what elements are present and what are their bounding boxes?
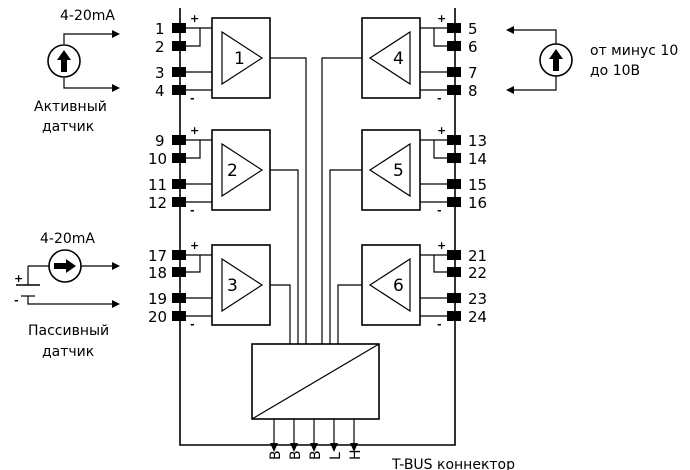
pin-12: 12 xyxy=(148,194,167,212)
bus-arrows xyxy=(270,419,358,452)
plus-mark: + xyxy=(437,124,446,137)
battery-plus: + xyxy=(14,272,23,285)
pin-22: 22 xyxy=(468,264,487,282)
passive-sensor-current: 4-20mA xyxy=(40,231,95,247)
amp-number-1: 1 xyxy=(234,49,245,69)
minus-mark: - xyxy=(437,92,442,105)
amp-triangle-1 xyxy=(221,30,264,86)
pin-4: 4 xyxy=(155,82,165,100)
pin-20: 20 xyxy=(148,308,167,326)
amp-triangle-3 xyxy=(221,257,264,313)
battery-minus: - xyxy=(14,294,19,307)
minus-mark: - xyxy=(190,318,195,331)
plus-mark: + xyxy=(437,12,446,25)
minus-mark: - xyxy=(437,204,442,217)
right-internal-wires xyxy=(420,27,447,317)
module-housing xyxy=(179,8,456,446)
left-internal-wires xyxy=(186,27,212,317)
current-source-icon xyxy=(57,50,71,72)
active-sensor-label-2: датчик xyxy=(42,119,94,135)
bus-connector-label: T-BUS коннектор xyxy=(391,457,515,470)
pin-21: 21 xyxy=(468,247,487,265)
converter-diagonal xyxy=(251,343,380,420)
amp-number-6: 6 xyxy=(393,276,404,296)
amp-triangle-6 xyxy=(368,257,411,313)
plus-mark: + xyxy=(190,124,199,137)
voltage-source xyxy=(506,26,573,94)
pin-6: 6 xyxy=(468,38,478,56)
passive-sensor-label-2: датчик xyxy=(42,344,94,360)
plus-mark: + xyxy=(190,12,199,25)
active-sensor xyxy=(47,30,120,92)
passive-sensor-label-1: Пассивный xyxy=(28,323,109,339)
amp-number-3: 3 xyxy=(227,276,238,296)
bus-label-4: L xyxy=(328,452,344,460)
pin-10: 10 xyxy=(148,150,167,168)
pin-17: 17 xyxy=(148,247,167,265)
amp-number-2: 2 xyxy=(227,161,238,181)
pin-18: 18 xyxy=(148,264,167,282)
pin-19: 19 xyxy=(148,290,167,308)
active-sensor-current: 4-20mA xyxy=(60,8,115,24)
pin-5: 5 xyxy=(468,20,478,38)
bus-label-3: B xyxy=(308,450,324,460)
current-source-icon xyxy=(54,259,76,273)
pin-13: 13 xyxy=(468,132,487,150)
amp-triangle-2 xyxy=(221,142,264,198)
pin-1: 1 xyxy=(155,20,165,38)
left-terminals xyxy=(172,23,186,321)
pin-11: 11 xyxy=(148,176,167,194)
voltage-label-1: от минус 10 xyxy=(590,43,678,59)
plus-mark: + xyxy=(190,239,199,252)
pin-8: 8 xyxy=(468,82,478,100)
right-terminals xyxy=(447,23,461,321)
amp-triangle-4 xyxy=(368,30,411,86)
voltage-label-2: до 10В xyxy=(590,63,640,79)
amp-number-5: 5 xyxy=(393,161,404,181)
converter-block xyxy=(251,343,380,420)
bus-label-2: B xyxy=(288,450,304,460)
pin-24: 24 xyxy=(468,308,487,326)
passive-sensor xyxy=(16,249,120,308)
pin-9: 9 xyxy=(155,132,165,150)
pin-16: 16 xyxy=(468,194,487,212)
minus-mark: - xyxy=(190,92,195,105)
voltage-source-icon xyxy=(549,49,563,71)
active-sensor-label-1: Активный xyxy=(34,99,107,115)
signal-bus-lines xyxy=(270,57,362,344)
minus-mark: - xyxy=(190,204,195,217)
pin-15: 15 xyxy=(468,176,487,194)
bus-label-5: H xyxy=(348,449,364,460)
pin-3: 3 xyxy=(155,64,165,82)
pin-14: 14 xyxy=(468,150,487,168)
amp-triangle-5 xyxy=(368,142,411,198)
minus-mark: - xyxy=(437,318,442,331)
amp-number-4: 4 xyxy=(393,49,404,69)
pin-7: 7 xyxy=(468,64,478,82)
pin-2: 2 xyxy=(155,38,165,56)
bus-label-1: B xyxy=(268,450,284,460)
pin-23: 23 xyxy=(468,290,487,308)
plus-mark: + xyxy=(437,239,446,252)
